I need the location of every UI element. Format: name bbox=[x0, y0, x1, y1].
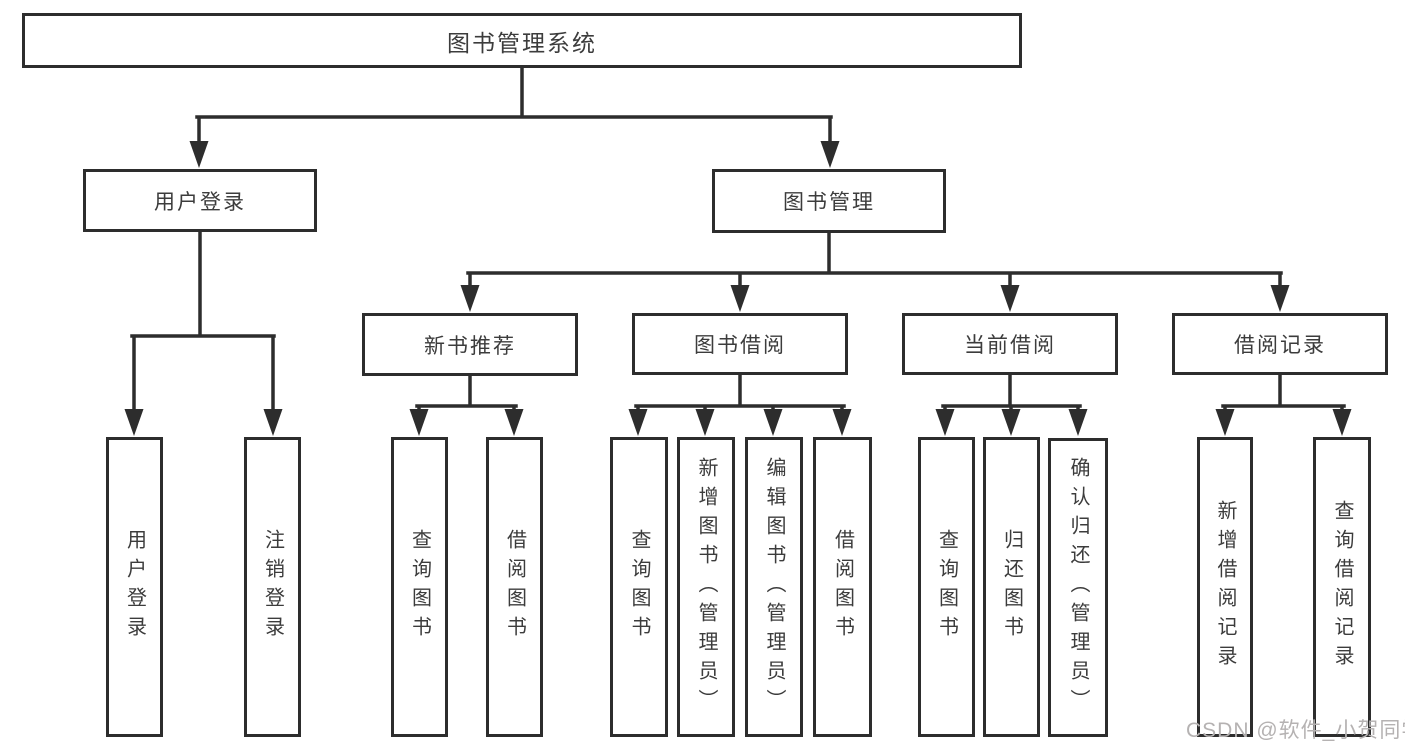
leaf-bb-borrow-books: 借阅图书 bbox=[813, 437, 872, 737]
leaf-cb-return-books: 归还图书 bbox=[983, 437, 1040, 737]
leaf-bb-edit-books-admin: 编辑图书（管理员） bbox=[745, 437, 803, 737]
leaf-br-query-record: 查询借阅记录 bbox=[1313, 437, 1371, 737]
leaf-bb-borrow-books-label: 借阅图书 bbox=[831, 529, 854, 645]
leaf-bb-add-books-admin: 新增图书（管理员） bbox=[677, 437, 735, 737]
node-borrow-record-label: 借阅记录 bbox=[1234, 334, 1326, 357]
leaf-cb-query-books: 查询图书 bbox=[918, 437, 975, 737]
node-current-borrow-label: 当前借阅 bbox=[964, 334, 1056, 357]
leaf-bb-query-books: 查询图书 bbox=[610, 437, 668, 737]
leaf-logout-label: 注销登录 bbox=[261, 529, 284, 645]
leaf-user-login: 用户登录 bbox=[106, 437, 163, 737]
node-borrow-record: 借阅记录 bbox=[1172, 313, 1388, 375]
leaf-cb-query-books-label: 查询图书 bbox=[935, 529, 958, 645]
node-book-management: 图书管理 bbox=[712, 169, 946, 233]
leaf-logout: 注销登录 bbox=[244, 437, 301, 737]
arrowheads bbox=[124, 141, 1352, 436]
watermark: CSDN @软件_小贺同学 bbox=[1186, 719, 1405, 742]
leaf-br-query-record-label: 查询借阅记录 bbox=[1331, 500, 1353, 674]
node-library-system: 图书管理系统 bbox=[22, 13, 1022, 68]
leaf-nbr-query-books: 查询图书 bbox=[391, 437, 448, 737]
node-user-login: 用户登录 bbox=[83, 169, 317, 232]
leaf-bb-edit-books-admin-label: 编辑图书（管理员） bbox=[763, 456, 785, 718]
leaf-br-add-record-label: 新增借阅记录 bbox=[1214, 500, 1236, 674]
leaf-br-add-record: 新增借阅记录 bbox=[1197, 437, 1253, 737]
leaf-nbr-query-books-label: 查询图书 bbox=[408, 529, 431, 645]
node-current-borrow: 当前借阅 bbox=[902, 313, 1118, 375]
leaf-cb-confirm-return-admin-label: 确认归还（管理员） bbox=[1067, 457, 1089, 718]
node-book-borrow: 图书借阅 bbox=[632, 313, 848, 375]
node-library-system-label: 图书管理系统 bbox=[447, 29, 597, 56]
leaf-user-login-label: 用户登录 bbox=[123, 529, 146, 645]
leaf-bb-query-books-label: 查询图书 bbox=[628, 529, 650, 645]
node-book-management-label: 图书管理 bbox=[783, 191, 875, 214]
leaf-nbr-borrow-books-label: 借阅图书 bbox=[503, 529, 526, 645]
leaf-bb-add-books-admin-label: 新增图书（管理员） bbox=[695, 456, 717, 718]
leaf-nbr-borrow-books: 借阅图书 bbox=[486, 437, 543, 737]
leaf-cb-confirm-return-admin: 确认归还（管理员） bbox=[1048, 438, 1108, 737]
leaf-cb-return-books-label: 归还图书 bbox=[1000, 529, 1023, 645]
node-new-book-recommend-label: 新书推荐 bbox=[424, 334, 516, 358]
node-new-book-recommend: 新书推荐 bbox=[362, 313, 578, 376]
node-user-login-label: 用户登录 bbox=[154, 190, 246, 214]
node-book-borrow-label: 图书借阅 bbox=[694, 334, 786, 357]
